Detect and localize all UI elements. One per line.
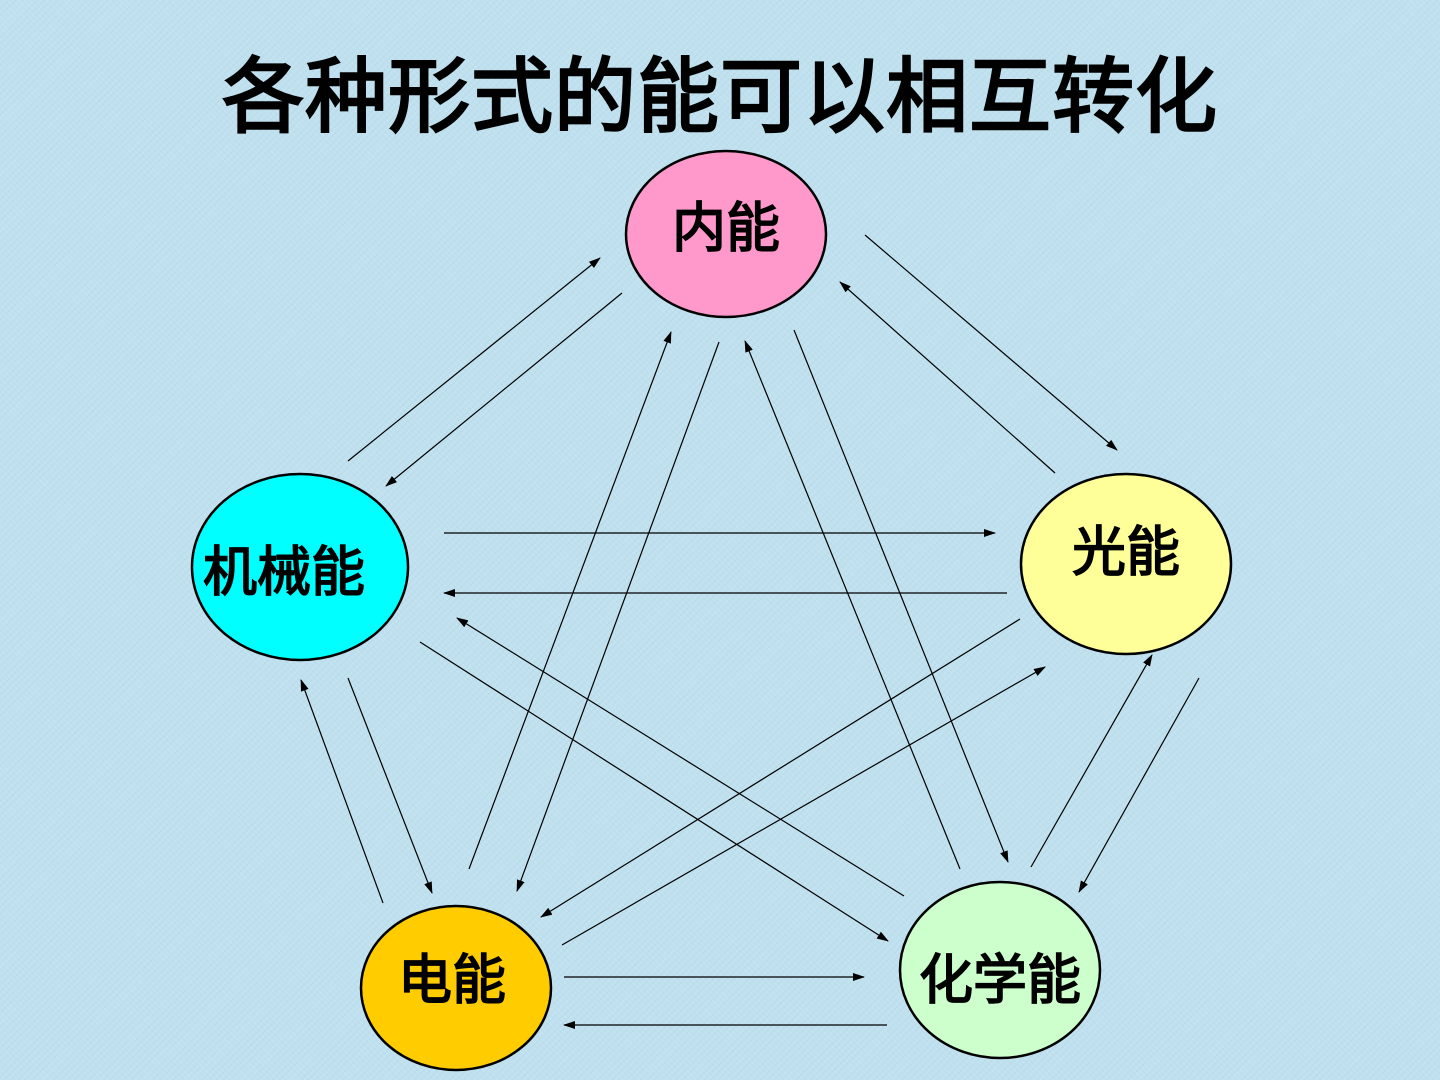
node-light-label: 光能 — [1072, 521, 1180, 584]
conversion-arrows — [300, 234, 1200, 1029]
arrow-chemical-to-mechanical — [456, 617, 905, 897]
node-chemical-circle — [898, 880, 1102, 1060]
arrow-electric-to-mechanical — [300, 679, 384, 904]
arrow-internal-to-chemical — [793, 329, 1009, 863]
node-internal-label: 内能 — [672, 197, 780, 260]
arrow-internal-to-electric — [516, 341, 720, 892]
node-electric-circle — [359, 904, 553, 1072]
arrow-electric-to-light — [561, 666, 1046, 946]
arrow-light-to-electric — [540, 618, 1021, 918]
arrow-mechanical-to-electric — [347, 677, 433, 894]
node-mechanical: 机械能 — [190, 472, 410, 662]
page-title: 各种形式的能可以相互转化 — [221, 50, 1218, 145]
arrow-chemical-to-light — [1030, 654, 1153, 868]
node-electric-label: 电能 — [398, 949, 506, 1012]
arrow-mechanical-to-chemical — [419, 641, 889, 942]
node-mechanical-circle — [190, 472, 410, 662]
arrow-mechanical-to-internal — [347, 257, 601, 462]
node-light-circle — [1019, 472, 1233, 656]
arrow-light-to-chemical — [1078, 677, 1200, 893]
node-chemical: 化学能 — [898, 880, 1102, 1060]
node-chemical-label: 化学能 — [919, 949, 1081, 1012]
arrow-light-to-internal — [839, 281, 1056, 474]
arrow-chemical-to-internal — [744, 340, 961, 870]
node-internal-circle — [624, 149, 828, 319]
node-light: 光能 — [1019, 472, 1233, 656]
node-electric: 电能 — [359, 904, 553, 1072]
arrow-internal-to-mechanical — [385, 292, 623, 487]
node-internal: 内能 — [624, 149, 828, 319]
arrow-electric-to-internal — [468, 331, 672, 870]
arrow-internal-to-light — [864, 234, 1118, 451]
node-mechanical-label: 机械能 — [203, 541, 365, 604]
